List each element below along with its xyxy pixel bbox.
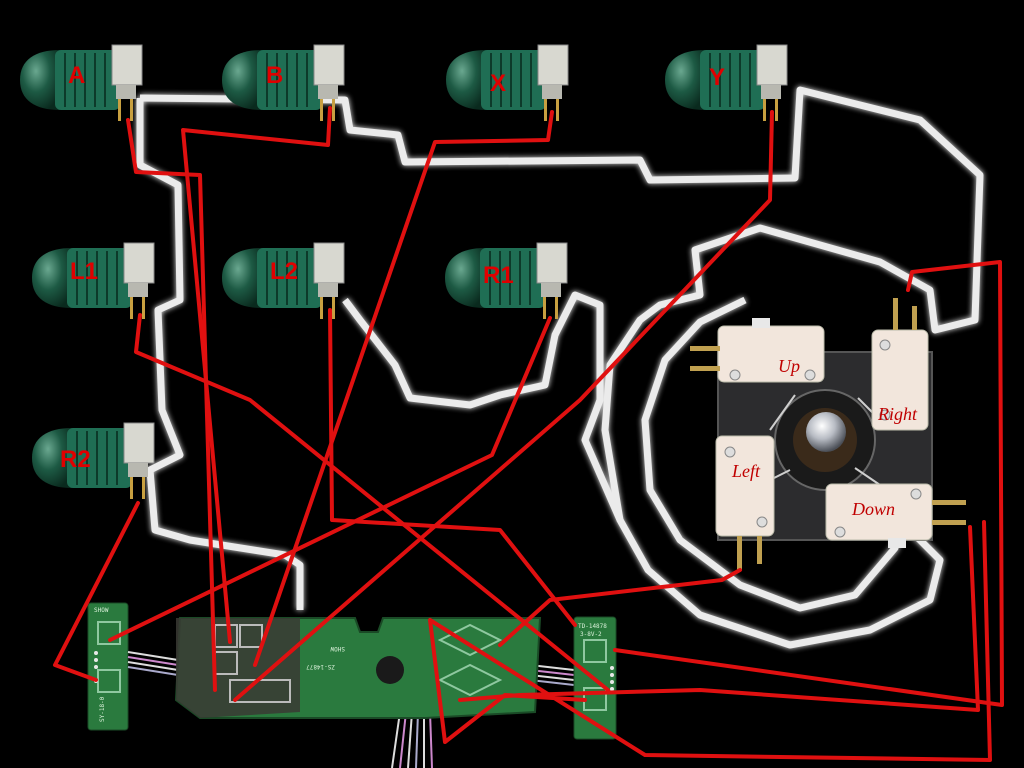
wire-left <box>498 568 742 647</box>
pcb-label: 3-8V-2 <box>580 631 602 638</box>
ribbon-cable-bottom <box>391 711 433 768</box>
wire-a <box>126 118 217 692</box>
microswitch-right: Right <box>871 298 929 431</box>
joystick-ball <box>806 412 846 452</box>
arcade-button-b: B <box>222 44 345 121</box>
microswitch-down: Down <box>825 483 966 548</box>
main-pcb: ZS-14877 SHOW <box>174 617 542 719</box>
switch-label-right: Right <box>877 404 918 424</box>
arcade-button-r1: R1 <box>445 242 568 319</box>
wires <box>53 106 1004 762</box>
button-label: L1 <box>70 258 98 285</box>
ribbon-cable-left <box>127 651 179 676</box>
pcb-label: SHOW <box>330 645 345 652</box>
button-label: X <box>490 70 506 97</box>
pcb-label: SHOW <box>94 607 109 614</box>
wire-b <box>181 106 332 644</box>
arcade-button-a: A <box>20 44 143 121</box>
button-label: A <box>68 62 85 89</box>
arcade-button-r2: R2 <box>32 422 155 499</box>
arcade-button-y: Y <box>665 44 788 121</box>
joystick: Up Right Left Down <box>690 298 966 570</box>
switch-label-up: Up <box>778 356 800 376</box>
wire-l1 <box>134 313 610 692</box>
switch-label-left: Left <box>731 461 761 481</box>
microswitch-left: Left <box>715 435 775 570</box>
button-label: B <box>266 62 283 89</box>
switch-label-down: Down <box>851 499 895 519</box>
pcb-chip <box>376 656 404 684</box>
wire-r1 <box>108 316 552 642</box>
wire-y <box>233 110 774 702</box>
wire-up <box>613 260 1004 707</box>
button-label: Y <box>709 64 725 91</box>
wire-down <box>458 525 980 712</box>
pcb-label: TD-14878 <box>578 623 607 630</box>
microswitch-up: Up <box>690 318 825 383</box>
button-label: R1 <box>483 262 514 289</box>
left-pcb: SHOW SY-18-0 <box>87 602 129 731</box>
arcade-button-l1: L1 <box>32 242 155 319</box>
wire-r2 <box>53 501 140 682</box>
button-label: L2 <box>270 258 298 285</box>
wire-x <box>253 110 554 667</box>
arcade-button-x: X <box>446 44 569 121</box>
arcade-button-l2: L2 <box>222 242 345 319</box>
wire-l2 <box>328 308 577 627</box>
button-label: R2 <box>60 446 91 473</box>
pcb-label: ZS-14877 <box>306 663 335 670</box>
pcb-label: SY-18-0 <box>99 696 106 722</box>
